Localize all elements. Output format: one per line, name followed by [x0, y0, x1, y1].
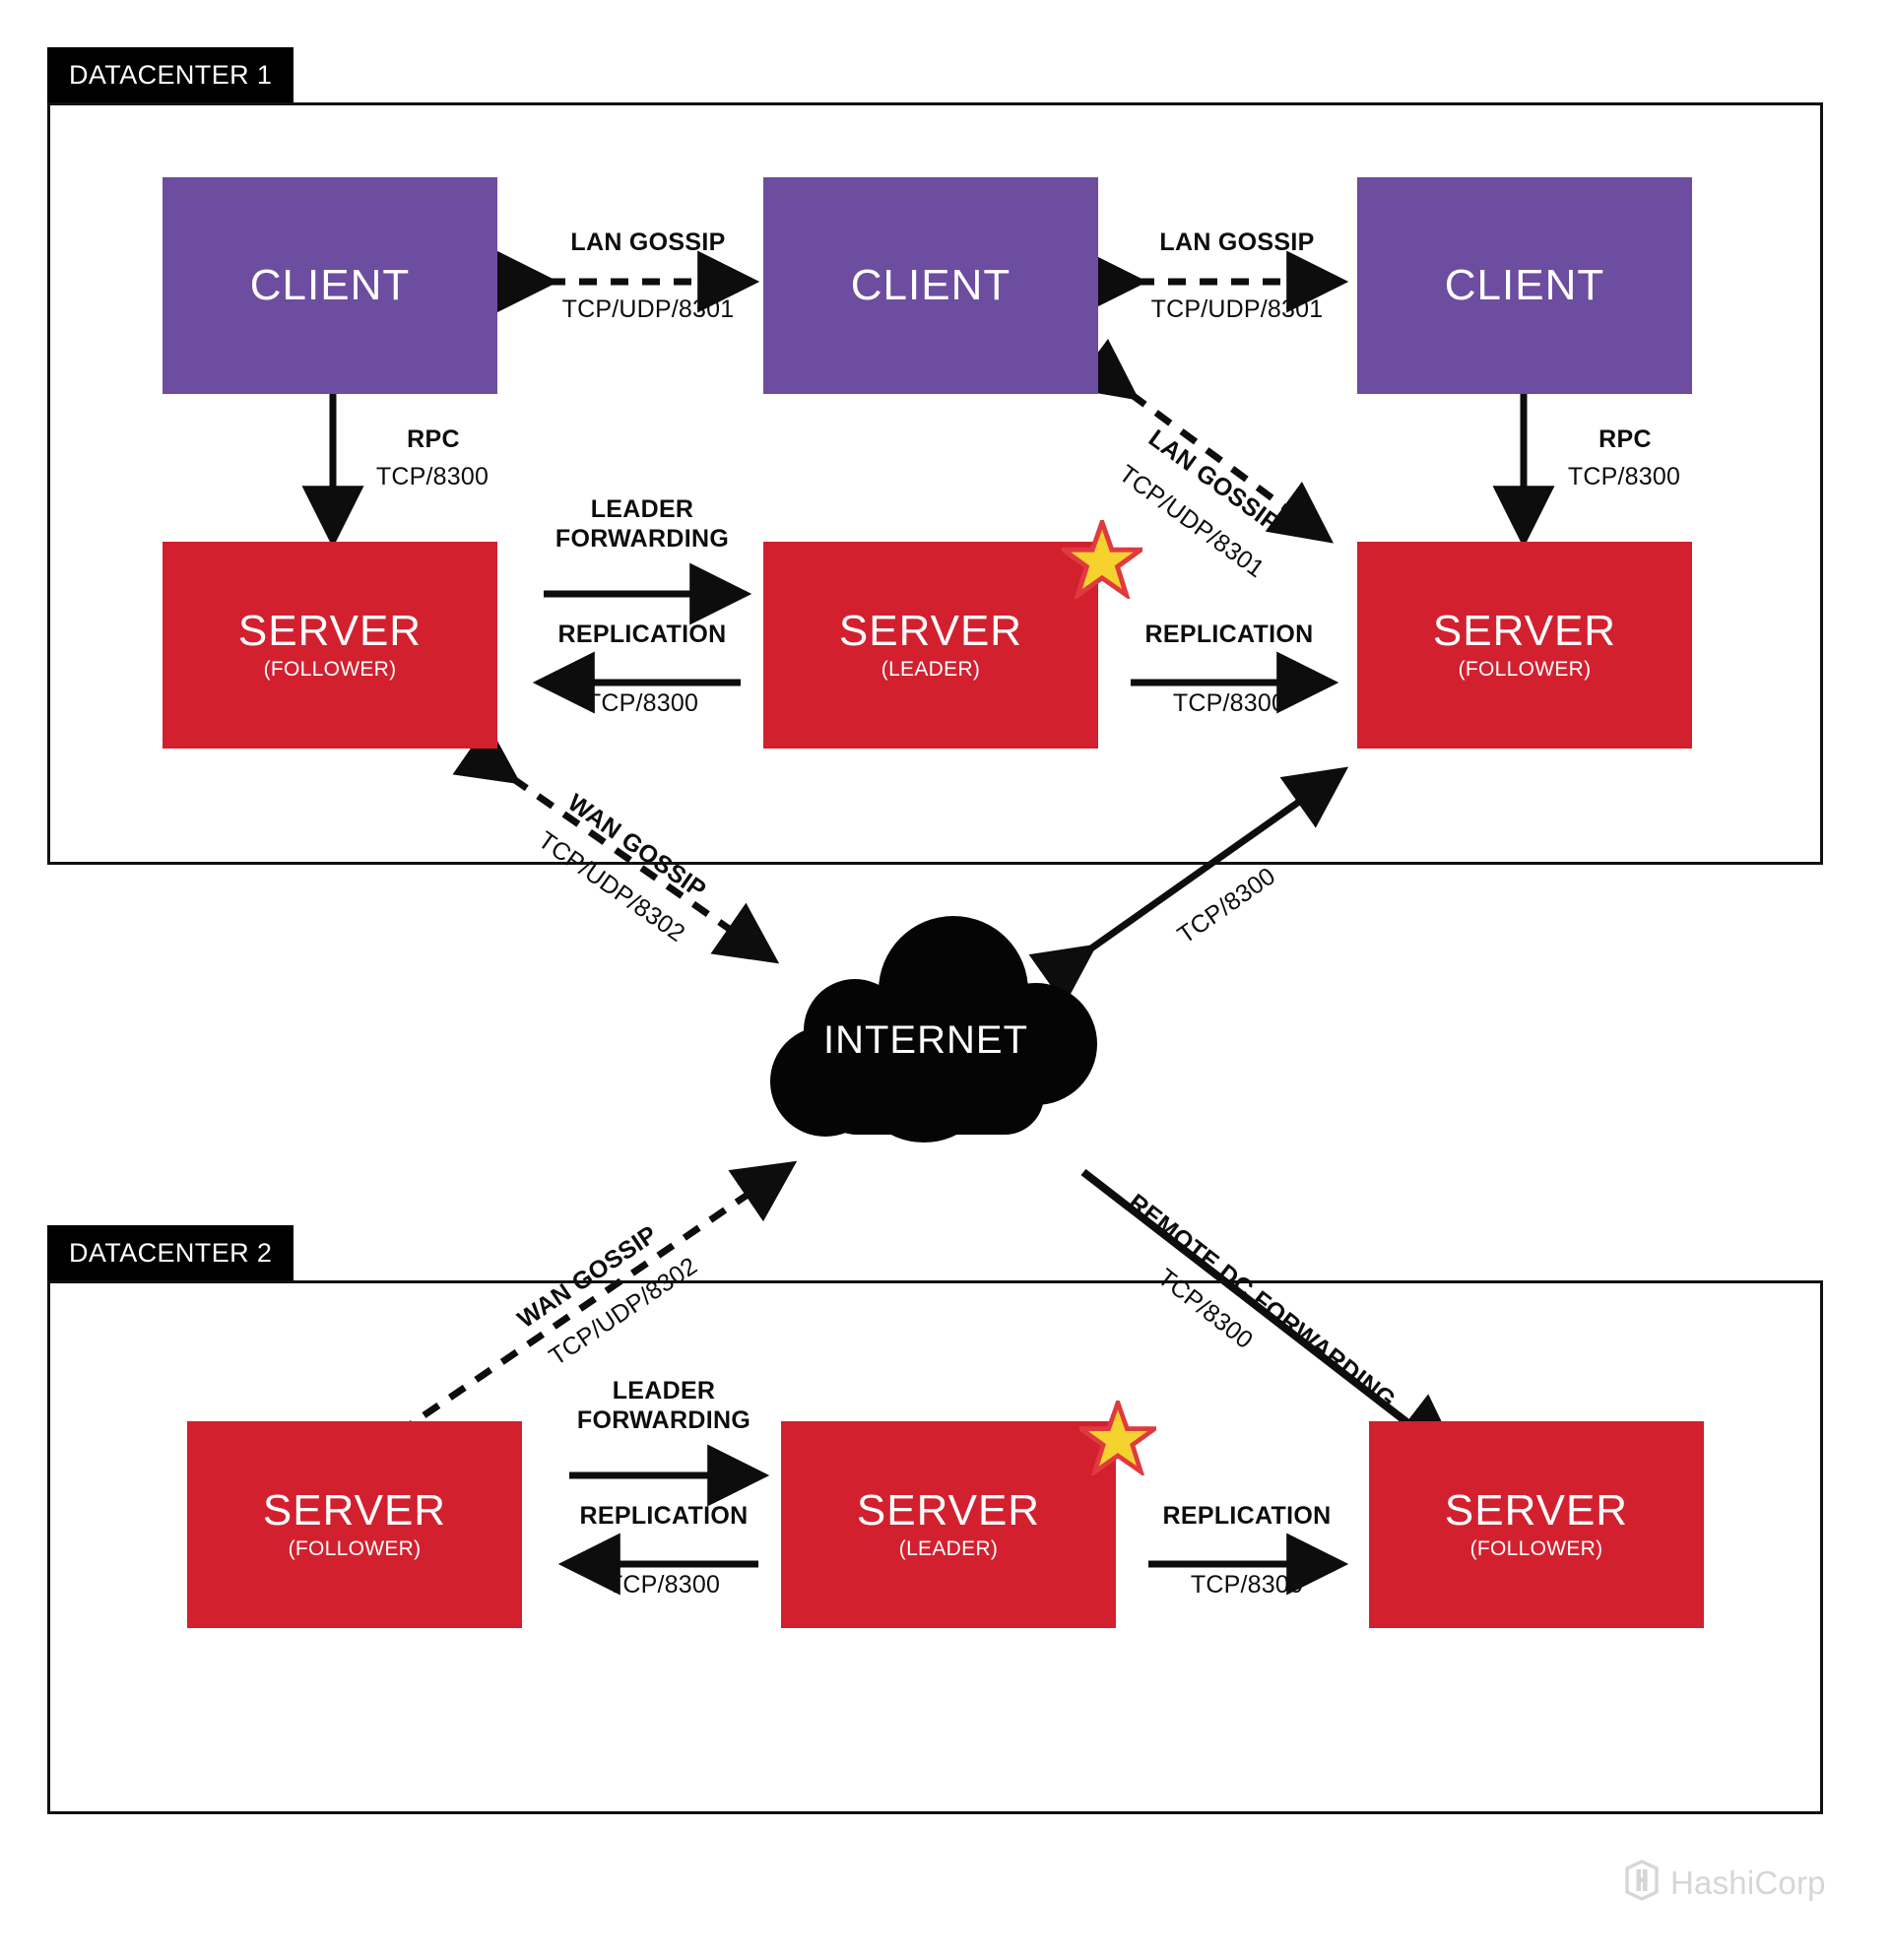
- leader-forwarding-dc2-label: LEADER FORWARDING: [576, 1377, 751, 1434]
- dc2-server-2-title: SERVER: [856, 1485, 1041, 1535]
- replication-left-dc1-label: REPLICATION: [557, 621, 727, 648]
- dc2-server-leader[interactable]: SERVER (LEADER): [781, 1421, 1116, 1628]
- dc2-server-1-role: (FOLLOWER): [288, 1537, 422, 1561]
- dc1-client-2[interactable]: CLIENT: [763, 177, 1098, 394]
- rpc-right-label: RPC: [1598, 425, 1652, 453]
- rpc-left-port: TCP/8300: [375, 463, 489, 490]
- leader-forwarding-dc1-label: LEADER FORWARDING: [554, 495, 730, 553]
- datacenter-1-label: DATACENTER 1: [69, 59, 273, 90]
- dc1-client-3-title: CLIENT: [1444, 260, 1605, 309]
- datacenter-2-frame: [47, 1280, 1823, 1814]
- datacenter-1-frame: [47, 102, 1823, 865]
- dc1-client-1-title: CLIENT: [249, 260, 411, 309]
- hashicorp-wordmark: HashiCorp: [1670, 1863, 1826, 1901]
- dc1-server-leader[interactable]: SERVER (LEADER): [763, 542, 1098, 749]
- dc1-server-follower-right[interactable]: SERVER (FOLLOWER): [1357, 542, 1692, 749]
- lan-gossip-2-label: LAN GOSSIP: [1159, 229, 1315, 256]
- dc1-server-3-title: SERVER: [1432, 606, 1617, 655]
- dc1-leader-star-icon: [1056, 514, 1148, 602]
- dc1-server-1-title: SERVER: [237, 606, 423, 655]
- dc1-server-2-role: (LEADER): [880, 658, 981, 682]
- dc2-server-follower-right[interactable]: SERVER (FOLLOWER): [1369, 1421, 1704, 1628]
- dc2-server-3-title: SERVER: [1444, 1485, 1629, 1535]
- replication-left-dc1-port: TCP/8300: [585, 689, 699, 717]
- dc2-leader-star-icon: [1074, 1396, 1162, 1478]
- rpc-right-port: TCP/8300: [1567, 463, 1681, 490]
- dc1-server-follower-left[interactable]: SERVER (FOLLOWER): [163, 542, 497, 749]
- dc1-server-3-role: (FOLLOWER): [1458, 658, 1592, 682]
- datacenter-2-tab: DATACENTER 2: [47, 1225, 294, 1280]
- dc2-server-2-role: (LEADER): [898, 1537, 999, 1561]
- rpc-left-label: RPC: [407, 425, 460, 453]
- datacenter-2-label: DATACENTER 2: [69, 1237, 273, 1268]
- dc2-server-follower-left[interactable]: SERVER (FOLLOWER): [187, 1421, 522, 1628]
- replication-left-dc2-label: REPLICATION: [579, 1502, 749, 1530]
- replication-right-dc2-label: REPLICATION: [1162, 1502, 1332, 1530]
- hashicorp-logo: HashiCorp: [1623, 1860, 1826, 1906]
- lan-gossip-1-port: TCP/UDP/8301: [561, 295, 735, 323]
- rpc-dc1-internet-port: TCP/8300: [1172, 862, 1281, 949]
- hashicorp-mark-icon: [1623, 1860, 1661, 1906]
- dc2-server-1-title: SERVER: [262, 1485, 447, 1535]
- dc1-client-1[interactable]: CLIENT: [163, 177, 497, 394]
- dc1-server-2-title: SERVER: [838, 606, 1023, 655]
- dc2-server-3-role: (FOLLOWER): [1469, 1537, 1603, 1561]
- lan-gossip-1-label: LAN GOSSIP: [570, 229, 726, 256]
- datacenter-1-tab: DATACENTER 1: [47, 47, 294, 102]
- dc1-client-2-title: CLIENT: [850, 260, 1011, 309]
- internet-cloud: INTERNET: [749, 916, 1103, 1143]
- replication-right-dc1-port: TCP/8300: [1172, 689, 1286, 717]
- dc1-client-3[interactable]: CLIENT: [1357, 177, 1692, 394]
- dc1-server-1-role: (FOLLOWER): [263, 658, 397, 682]
- lan-gossip-2-port: TCP/UDP/8301: [1150, 295, 1324, 323]
- replication-right-dc2-port: TCP/8300: [1190, 1571, 1304, 1599]
- internet-label: INTERNET: [823, 1018, 1028, 1062]
- replication-right-dc1-label: REPLICATION: [1144, 621, 1314, 648]
- replication-left-dc2-port: TCP/8300: [607, 1571, 721, 1599]
